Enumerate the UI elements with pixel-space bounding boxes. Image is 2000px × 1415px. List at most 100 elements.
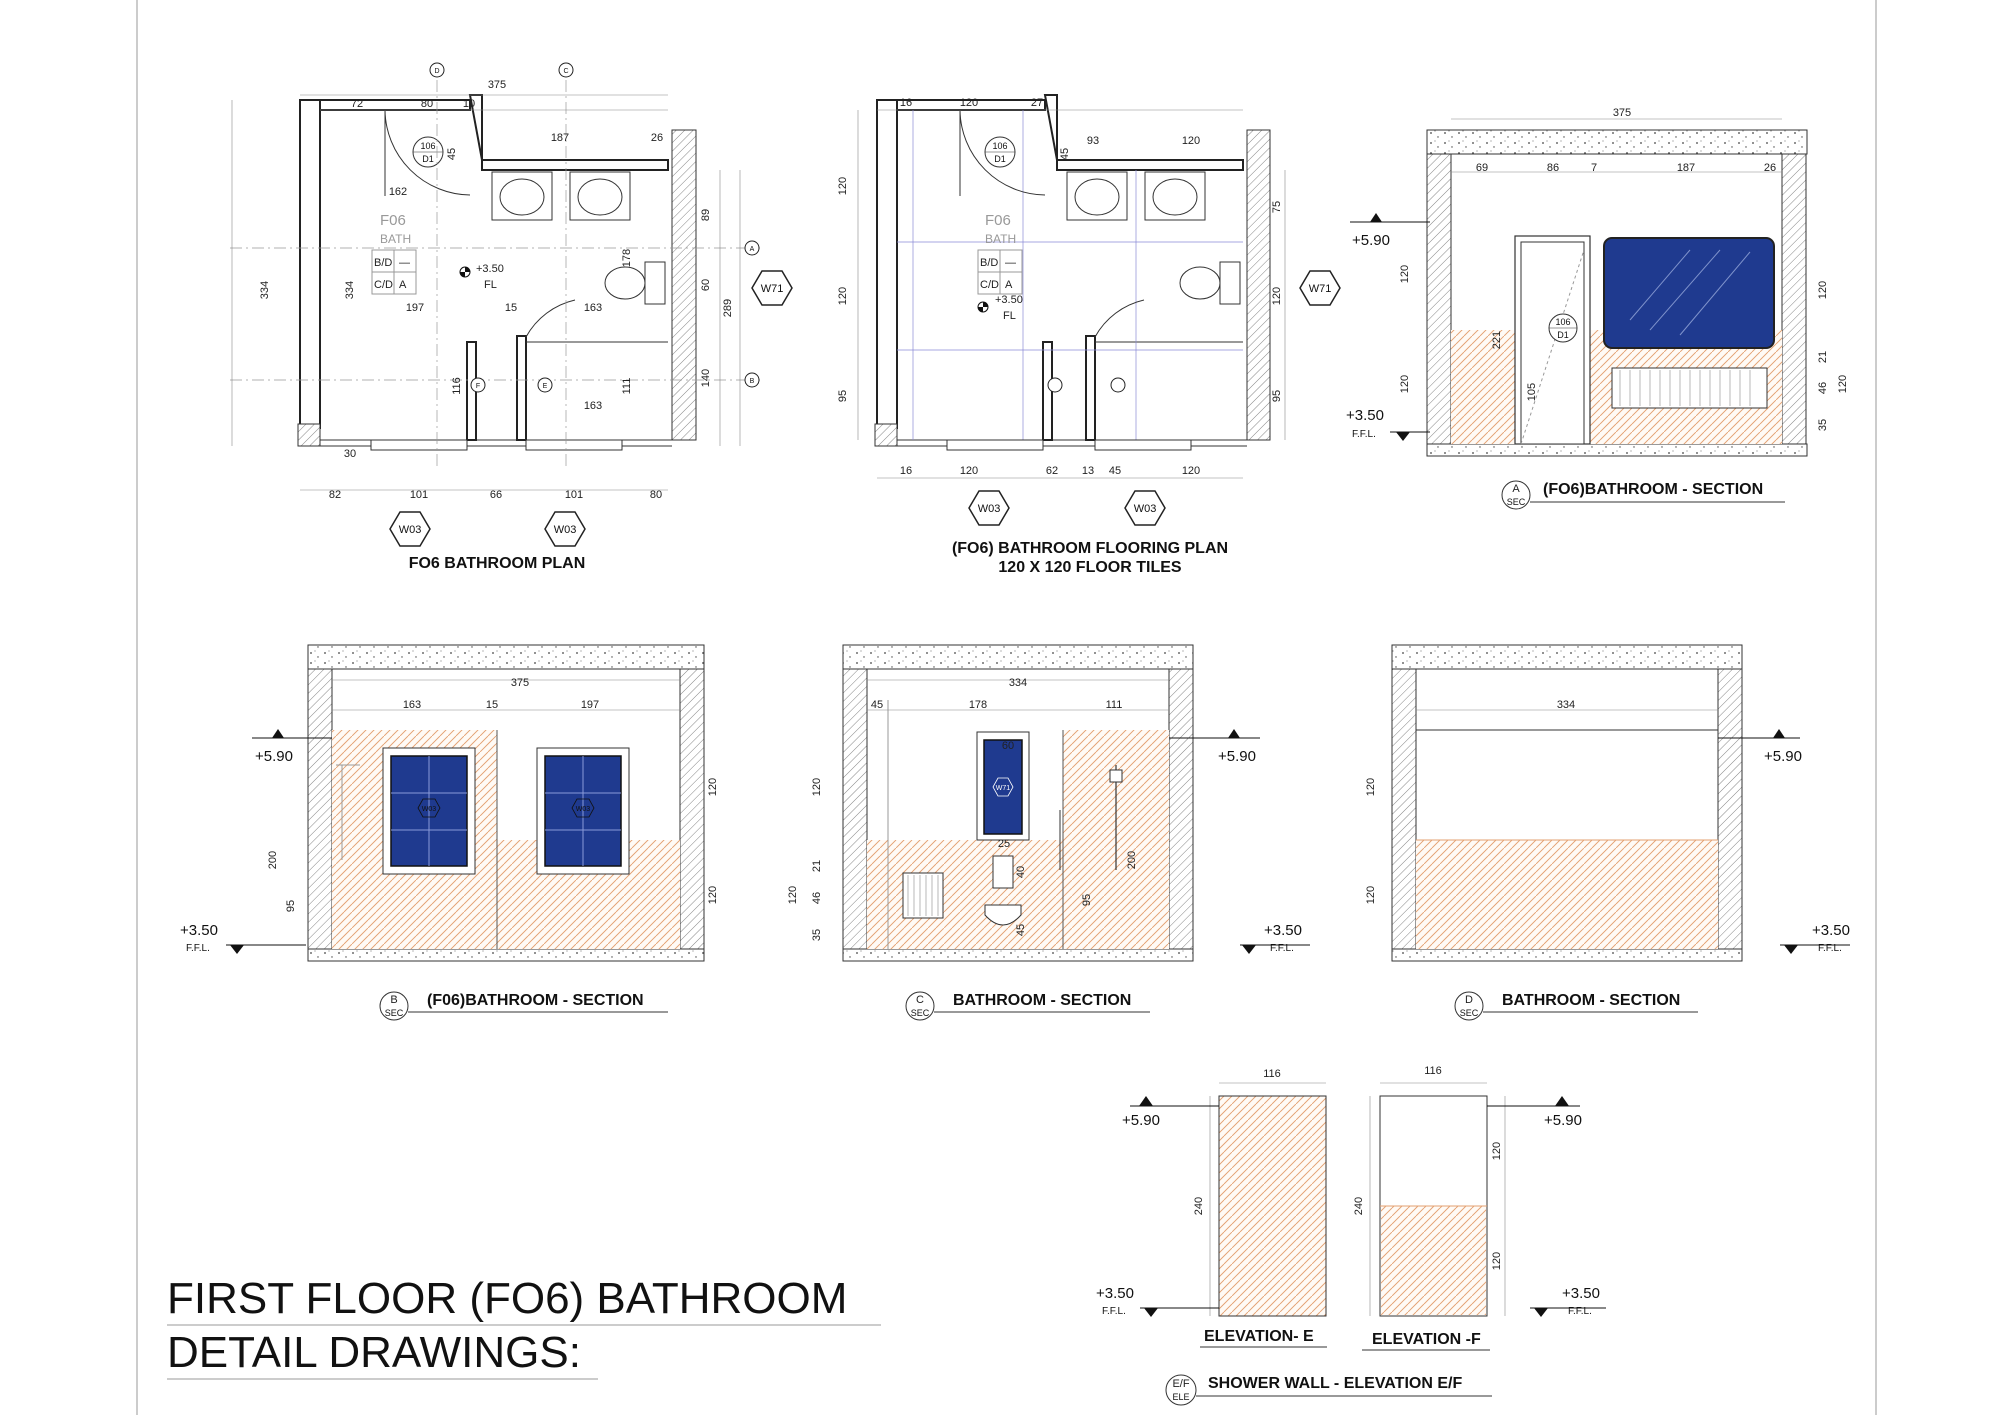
svg-text:+5.90: +5.90 <box>1352 232 1390 249</box>
svg-text:45: 45 <box>446 148 458 160</box>
elevation-e-level-top: +5.90 <box>1122 1096 1219 1129</box>
svg-text:120: 120 <box>707 778 719 796</box>
svg-text:95: 95 <box>1271 390 1283 402</box>
plan-room-code-3: C/D <box>374 279 393 291</box>
svg-text:120: 120 <box>1365 778 1377 796</box>
svg-text:W71: W71 <box>1309 283 1332 295</box>
svg-text:13: 13 <box>1082 465 1094 477</box>
svg-text:200: 200 <box>267 851 279 869</box>
section-b: W03 W03 375 163 15 197 200 95 120 120 +5… <box>180 644 719 1021</box>
svg-text:93: 93 <box>1087 135 1099 147</box>
svg-text:B/D: B/D <box>980 257 998 269</box>
plan-caption: FO6 BATHROOM PLAN <box>409 555 586 572</box>
section-c-level-bottom: +3.50 F.F.L. <box>1240 922 1310 954</box>
svg-text:162: 162 <box>389 186 407 198</box>
section-b-caption: (F06)BATHROOM - SECTION <box>427 992 644 1009</box>
flooring-caption-2: 120 X 120 FLOOR TILES <box>998 559 1182 576</box>
section-a-door-tag: 106 D1 <box>1548 313 1578 343</box>
elevation-f-caption: ELEVATION -F <box>1372 1331 1481 1348</box>
svg-text:C/D: C/D <box>980 279 999 291</box>
svg-text:D: D <box>434 68 439 75</box>
svg-text:F.F.L.: F.F.L. <box>1102 1306 1126 1317</box>
svg-text:25: 25 <box>998 838 1010 850</box>
svg-text:66: 66 <box>490 489 502 501</box>
svg-text:120: 120 <box>811 778 823 796</box>
svg-text:120: 120 <box>1399 375 1411 393</box>
svg-text:95: 95 <box>285 900 297 912</box>
bathroom-plan: F06 BATH B/D — C/D A +3.50 FL 106 D1 W71 <box>230 62 793 572</box>
svg-text:21: 21 <box>1817 351 1829 363</box>
svg-text:116: 116 <box>451 377 463 395</box>
svg-text:+3.50: +3.50 <box>476 263 504 275</box>
svg-text:120: 120 <box>707 886 719 904</box>
svg-text:106: 106 <box>992 141 1007 151</box>
svg-text:D1: D1 <box>422 154 434 164</box>
svg-text:+3.50: +3.50 <box>1562 1285 1600 1302</box>
svg-text:187: 187 <box>1677 162 1695 174</box>
svg-text:SEC: SEC <box>385 1008 404 1018</box>
svg-text:120: 120 <box>1271 287 1283 305</box>
svg-text:120: 120 <box>1491 1142 1503 1160</box>
svg-text:+3.50: +3.50 <box>1346 407 1384 424</box>
flooring-room-name: F06 <box>985 212 1011 229</box>
svg-text:35: 35 <box>811 929 823 941</box>
svg-text:21: 21 <box>811 860 823 872</box>
svg-text:SEC: SEC <box>911 1008 930 1018</box>
plan-room-code-2: — <box>399 257 410 269</box>
plan-door-tag: 106 D1 <box>412 136 444 168</box>
svg-text:101: 101 <box>410 489 428 501</box>
svg-text:120: 120 <box>837 177 849 195</box>
svg-text:W71: W71 <box>996 785 1011 792</box>
section-a-caption: (FO6)BATHROOM - SECTION <box>1543 481 1763 498</box>
section-a-tag: A SEC <box>1501 480 1785 510</box>
section-b-window-tag-2: W03 <box>571 798 595 818</box>
svg-text:+5.90: +5.90 <box>1764 748 1802 765</box>
plan-window-tag-w71: W71 <box>751 270 793 306</box>
svg-text:120: 120 <box>1399 265 1411 283</box>
svg-text:111: 111 <box>1106 699 1123 711</box>
elevation-f: 116 240 120 120 +5.90 +3.50 F.F.L. ELEVA… <box>1353 1065 1606 1351</box>
svg-text:W03: W03 <box>422 806 437 813</box>
svg-text:SEC: SEC <box>1460 1008 1479 1018</box>
flooring-level-marker: +3.50 FL <box>977 294 1023 322</box>
svg-text:111: 111 <box>621 378 633 395</box>
svg-text:D1: D1 <box>1557 330 1569 340</box>
svg-text:E/F: E/F <box>1172 1378 1189 1390</box>
svg-text:69: 69 <box>1476 162 1488 174</box>
section-c-level-top: +5.90 <box>1169 729 1260 765</box>
svg-text:15: 15 <box>486 699 498 711</box>
flooring-window-tag-w71: W71 <box>1299 270 1341 306</box>
svg-text:140: 140 <box>700 369 712 387</box>
section-b-level-bottom: +3.50 F.F.L. <box>180 922 306 954</box>
section-b-level-top: +5.90 <box>252 729 332 765</box>
svg-text:A: A <box>1512 483 1520 495</box>
svg-text:FL: FL <box>484 279 497 291</box>
svg-text:45: 45 <box>1059 148 1071 160</box>
bathroom-flooring-plan: F06 BATH B/D — C/D A +3.50 FL 106 D1 W71… <box>837 94 1341 576</box>
svg-text:SEC: SEC <box>1507 497 1526 507</box>
elevation-ef-caption: SHOWER WALL - ELEVATION E/F <box>1208 1375 1462 1392</box>
plan-room-code-1: B/D <box>374 257 392 269</box>
svg-text:45: 45 <box>1015 924 1027 936</box>
svg-text:46: 46 <box>1817 382 1829 394</box>
section-b-tag: B SEC <box>379 991 668 1021</box>
svg-text:A: A <box>750 246 755 253</box>
svg-text:W71: W71 <box>761 283 784 295</box>
svg-text:26: 26 <box>651 132 663 144</box>
svg-text:120: 120 <box>837 287 849 305</box>
elevation-ef-tag: E/F ELE SHOWER WALL - ELEVATION E/F <box>1165 1374 1492 1406</box>
flooring-caption-1: (FO6) BATHROOM FLOORING PLAN <box>952 540 1228 557</box>
svg-text:82: 82 <box>329 489 341 501</box>
svg-text:178: 178 <box>621 249 633 267</box>
svg-text:16: 16 <box>900 465 912 477</box>
svg-text:95: 95 <box>1081 894 1093 906</box>
svg-text:187: 187 <box>551 132 569 144</box>
svg-text:W03: W03 <box>1134 503 1157 515</box>
svg-text:45: 45 <box>1109 465 1121 477</box>
svg-text:334: 334 <box>1009 677 1027 689</box>
svg-text:7: 7 <box>1591 162 1597 174</box>
svg-text:200: 200 <box>1126 851 1138 869</box>
svg-text:B: B <box>390 994 397 1006</box>
svg-text:E: E <box>543 383 548 390</box>
